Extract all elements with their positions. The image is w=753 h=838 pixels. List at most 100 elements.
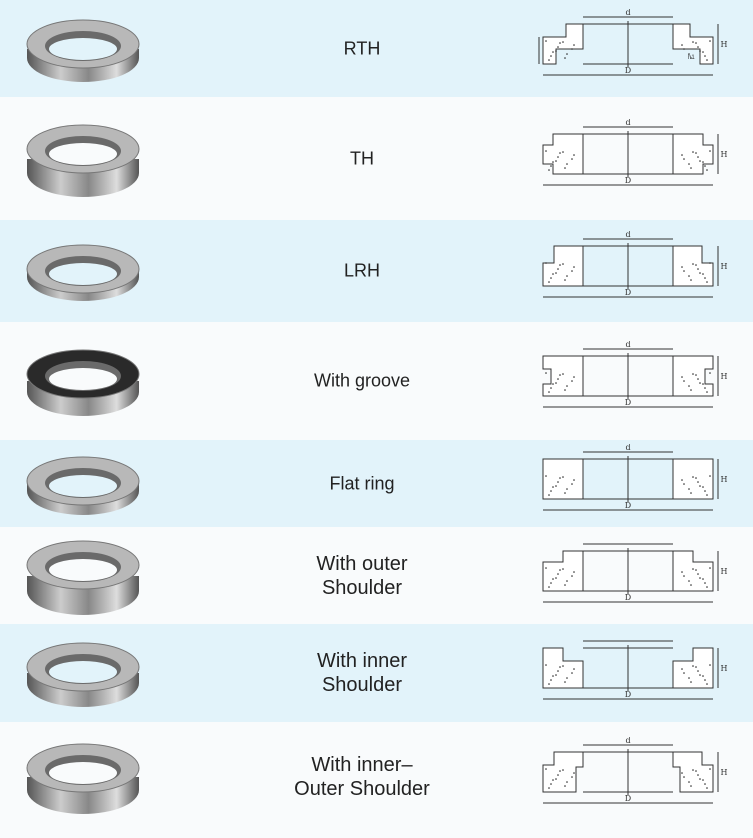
d-label: d (625, 737, 630, 745)
texture-dot (559, 41, 561, 44)
section-left (542, 458, 584, 499)
texture-dot (683, 380, 685, 382)
texture-dot (557, 774, 559, 776)
texture-dot (564, 491, 566, 494)
texture-dot (571, 482, 573, 485)
texture-dot (697, 155, 699, 158)
texture-dot (688, 781, 690, 783)
texture-dot (699, 272, 701, 274)
ring-image (26, 540, 140, 615)
texture-dot (690, 56, 692, 59)
texture-dot (692, 475, 694, 478)
section-left (542, 23, 584, 64)
d-label: d (625, 341, 630, 349)
texture-dot (548, 585, 550, 588)
D-dimension-label: D (625, 690, 631, 699)
texture-dot (681, 478, 683, 481)
texture-dot (552, 675, 554, 677)
texture-dot (548, 493, 550, 496)
texture-dot (709, 372, 711, 374)
texture-dot (709, 39, 711, 42)
cross-section-diagram: dDH (542, 737, 728, 804)
texture-dot (699, 778, 701, 780)
texture-dot (706, 58, 708, 61)
texture-dot (559, 151, 561, 154)
texture-dot (683, 157, 685, 160)
ring-image (26, 244, 140, 301)
texture-dot (571, 380, 573, 382)
texture-dot (557, 155, 559, 158)
texture-dot (555, 576, 557, 579)
texture-dot (704, 277, 706, 279)
section-right (672, 550, 714, 591)
texture-dot (706, 493, 708, 496)
texture-dot (697, 268, 699, 270)
texture-dot (559, 264, 561, 266)
texture-dot (564, 583, 566, 586)
D-dimension-label: D (625, 593, 631, 602)
texture-dot (573, 376, 575, 378)
texture-dot (706, 168, 708, 171)
texture-dot (699, 382, 701, 384)
texture-dot (545, 474, 547, 477)
H-dimension-label: H (721, 40, 728, 49)
texture-dot (704, 679, 706, 681)
ring-image (26, 19, 140, 82)
texture-dot (548, 168, 550, 171)
texture-dot (690, 389, 692, 391)
texture-dot (545, 149, 547, 152)
texture-dot (573, 668, 575, 670)
texture-dot (562, 665, 564, 667)
texture-dot (697, 774, 699, 776)
texture-dot (706, 585, 708, 588)
texture-dot (552, 485, 554, 488)
texture-dot (697, 480, 699, 483)
texture-dot (681, 153, 683, 156)
texture-dot (566, 579, 568, 582)
texture-dot (681, 570, 683, 573)
texture-dot (702, 273, 704, 275)
texture-dot (559, 476, 561, 479)
D-dimension-label: D (625, 794, 631, 803)
texture-dot (562, 373, 564, 375)
texture-dot (709, 566, 711, 569)
texture-dot (702, 160, 704, 163)
ring-image (26, 349, 140, 416)
texture-dot (562, 475, 564, 478)
texture-dot (690, 491, 692, 494)
texture-dot (562, 40, 564, 43)
texture-dot (683, 482, 685, 485)
texture-dot (683, 47, 685, 50)
texture-dot (562, 769, 564, 771)
texture-dot (548, 281, 550, 283)
texture-dot (695, 41, 697, 44)
texture-dot (566, 677, 568, 679)
product-name: Flat ring (329, 473, 395, 493)
texture-dot (706, 281, 708, 283)
d-label: d (625, 9, 630, 17)
texture-dot (550, 679, 552, 681)
texture-dot (697, 572, 699, 575)
H-dimension-label: H (721, 150, 728, 159)
texture-dot (709, 664, 711, 666)
texture-dot (709, 262, 711, 264)
texture-dot (552, 273, 554, 275)
texture-dot (564, 279, 566, 281)
texture-dot (688, 487, 690, 490)
texture-dot (559, 770, 561, 772)
texture-dot (550, 54, 552, 57)
section-right (672, 133, 714, 174)
H-dimension-label: H (721, 262, 728, 271)
section-left (542, 245, 584, 287)
section-right (672, 355, 714, 397)
texture-dot (692, 150, 694, 153)
texture-dot (702, 383, 704, 385)
texture-dot (564, 166, 566, 169)
texture-dot (550, 783, 552, 785)
H-dimension-label: H (721, 664, 728, 673)
texture-dot (566, 52, 568, 55)
texture-dot (683, 270, 685, 272)
product-name: RTH (343, 38, 381, 58)
texture-dot (555, 382, 557, 384)
